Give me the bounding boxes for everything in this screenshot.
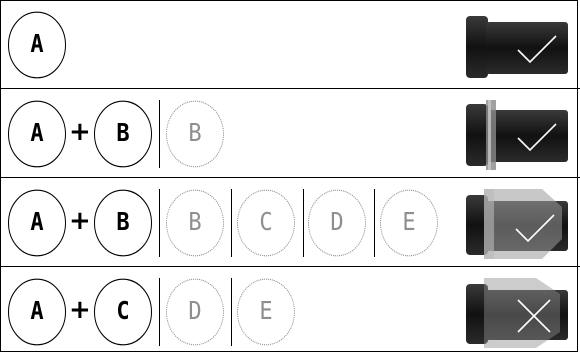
letter-circle-B: B xyxy=(94,190,152,257)
part-ABCDE-check-icon xyxy=(466,189,570,259)
part-AC-cross-icon xyxy=(466,278,570,348)
letter-circle-A: A xyxy=(8,12,66,79)
alt-circle-B: B xyxy=(166,101,224,168)
row-separator xyxy=(0,177,580,178)
divider xyxy=(231,189,232,257)
divider xyxy=(231,278,232,346)
part-A-check-icon xyxy=(466,12,570,82)
alt-circle-B: B xyxy=(166,190,224,257)
alt-circle-C: C xyxy=(237,190,295,257)
row-separator xyxy=(0,266,580,267)
divider xyxy=(159,189,160,257)
letter-circle-A: A xyxy=(8,279,66,346)
part-AB-check-icon xyxy=(466,100,570,170)
divider xyxy=(374,189,375,257)
row-separator xyxy=(0,88,580,89)
alt-circle-D: D xyxy=(308,190,366,257)
plus-operator: + xyxy=(69,297,91,323)
plus-operator: + xyxy=(69,208,91,234)
letter-circle-C: C xyxy=(94,279,152,346)
divider xyxy=(159,100,160,168)
letter-circle-A: A xyxy=(8,190,66,257)
letter-circle-A: A xyxy=(8,101,66,168)
divider xyxy=(303,189,304,257)
alt-circle-E: E xyxy=(237,279,295,346)
plus-operator: + xyxy=(69,119,91,145)
divider xyxy=(159,278,160,346)
alt-circle-E: E xyxy=(380,190,438,257)
letter-circle-B: B xyxy=(94,101,152,168)
alt-circle-D: D xyxy=(166,279,224,346)
